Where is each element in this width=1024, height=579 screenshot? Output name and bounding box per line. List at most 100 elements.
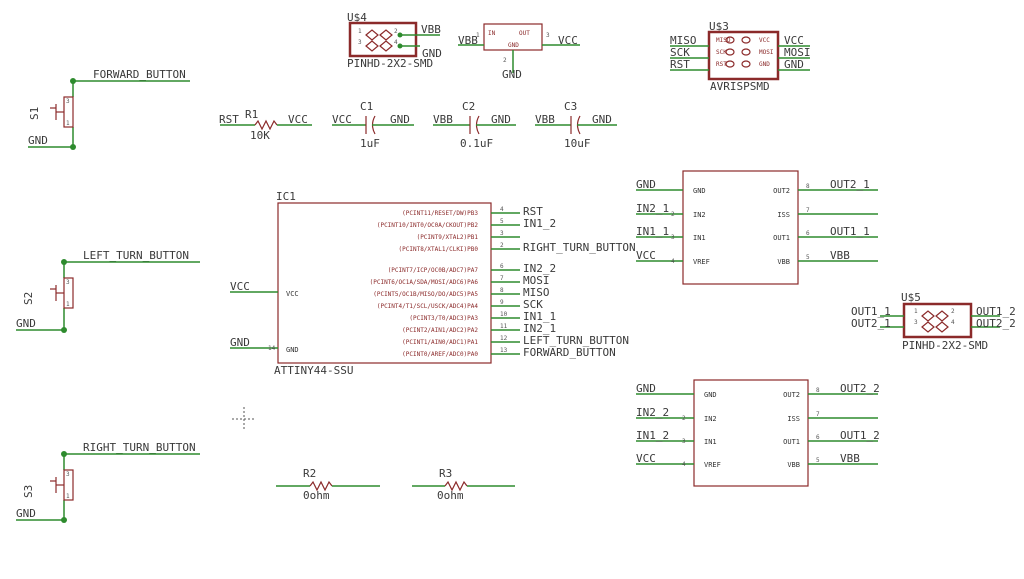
ic1-pin-net: RIGHT_TURN_BUTTON [523, 241, 636, 254]
u5-pin-3: 3 [914, 319, 918, 326]
ic1-pin-label: (PCINT4/T1/SCL/USCK/ADC4)PA4 [377, 303, 479, 310]
ic1-pin-net: FORWARD_BUTTON [523, 346, 616, 359]
s1-pin-3: 3 [66, 98, 70, 105]
resistor-r1[interactable]: R1 10K RST VCC [219, 108, 312, 142]
driver-right-net: VBB [840, 452, 860, 465]
regulator-pad-3: 3 [546, 32, 550, 39]
u3-net-mosi: MOSI [784, 46, 811, 59]
c3-net-vbb: VBB [535, 113, 555, 126]
s1-top-wire [72, 80, 190, 97]
switch-s1[interactable]: FORWARD_BUTTON 3 1 S1 GND [28, 68, 190, 150]
s2-top-wire [63, 261, 200, 278]
driver-left-net: VCC [636, 452, 656, 465]
u4-pin-4: 4 [394, 39, 398, 46]
ic1-pin-net: RST [523, 205, 543, 218]
r2-value: 0ohm [303, 489, 330, 502]
u3-pin-vcc: VCC [759, 37, 770, 44]
driver-right-net: OUT2_2 [840, 382, 880, 395]
driver-right-num: 6 [806, 230, 810, 237]
ic1-gnd-pin: GND [286, 346, 299, 354]
capacitor-c2[interactable]: C2 0.1uF VBB GND [433, 100, 516, 150]
ic1-pin-label: (PCINT9/XTAL2)PB1 [417, 234, 479, 241]
s1-pin-1: 1 [66, 120, 70, 127]
u4-net-gnd: GND [422, 47, 442, 60]
ic1-pin-label: (PCINT6/OC1A/SDA/MOSI/ADC6)PA6 [370, 279, 479, 286]
ic1-pin-number: 8 [500, 287, 504, 294]
s2-body [50, 277, 74, 309]
driver-left-pin: VREF [693, 258, 710, 266]
u3-part: AVRISPSMD [710, 80, 770, 93]
c2-net-gnd: GND [491, 113, 511, 126]
u4-pin-3: 3 [358, 39, 362, 46]
s2-name: S2 [22, 292, 35, 305]
u4-pin-2: 2 [394, 28, 398, 35]
driver-left-net: IN2_1 [636, 202, 669, 215]
driver-right-num: 5 [816, 457, 820, 464]
u3-pads [725, 36, 751, 68]
switch-s3[interactable]: RIGHT_TURN_BUTTON 3 1 S3 GND [16, 441, 200, 523]
resistor-r2[interactable]: R2 0ohm [276, 467, 380, 502]
s3-top-wire [63, 453, 200, 470]
driver-left-pin: GND [704, 391, 717, 399]
ic1-pin-number: 3 [500, 230, 504, 237]
driver-left-num: 3 [682, 438, 686, 445]
driver-right-pin: VBB [787, 461, 800, 469]
s2-pin-1: 1 [66, 301, 70, 308]
c3-value: 10uF [564, 137, 591, 150]
r1-value: 10K [250, 129, 270, 142]
u5-pads [921, 310, 949, 333]
u5-pin-1: 1 [914, 308, 918, 315]
voltage-regulator[interactable]: IN OUT GND 1 2 3 VBB VCC GND [458, 23, 580, 81]
ic1-gnd-num: 14 [268, 345, 276, 352]
c3-net-gnd: GND [592, 113, 612, 126]
driver-left-pin: IN1 [693, 234, 706, 242]
u5-net-out2-2: OUT2_2 [976, 317, 1016, 330]
driver1-body [682, 170, 799, 285]
r1-net-rst: RST [219, 113, 239, 126]
ic1-pin-net: MOSI [523, 274, 550, 287]
capacitor-c3[interactable]: C3 10uF VBB GND [535, 100, 617, 150]
driver-right-net: OUT2_1 [830, 178, 870, 191]
ic1-vcc-pin: VCC [286, 290, 299, 298]
driver-right-num: 7 [816, 411, 820, 418]
u5-header[interactable]: U$5 1 2 3 4 OUT1_1 OUT2_1 OUT1_2 OUT2_2 … [851, 291, 1016, 352]
capacitor-c1[interactable]: C1 1uF VCC GND [332, 100, 414, 150]
u3-pin-mosi: MOSI [759, 49, 774, 56]
ic1-attiny44[interactable]: IC1 ATTINY44-SSU VCC GND VCC GND 14 (PCI… [230, 190, 636, 377]
u5-net-out2-1: OUT2_1 [851, 317, 891, 330]
switch-s2[interactable]: LEFT_TURN_BUTTON 3 1 S2 GND [16, 249, 200, 333]
driver-right-net: VBB [830, 249, 850, 262]
driver-left-pin: IN2 [704, 415, 717, 423]
c2-net-vbb: VBB [433, 113, 453, 126]
ic1-pin-number: 10 [500, 311, 508, 318]
u5-pin-4: 4 [951, 319, 955, 326]
u3-net-vcc: VCC [784, 34, 804, 47]
driver-left-net: VCC [636, 249, 656, 262]
ic1-pin-label: (PCINT1/AIN0/ADC1)PA1 [402, 339, 478, 346]
ic1-pin-net: SCK [523, 298, 543, 311]
driver-left-num: 4 [671, 258, 675, 265]
s3-body [50, 469, 74, 501]
regulator-in-pin: IN [488, 30, 496, 37]
s2-pin-3: 3 [66, 279, 70, 286]
regulator-gnd-pin: GND [508, 42, 519, 49]
u5-pin-2: 2 [951, 308, 955, 315]
ic1-pin-number: 7 [500, 275, 504, 282]
driver2-body [693, 379, 809, 487]
u4-part: PINHD-2X2-SMD [347, 57, 433, 70]
u4-header[interactable]: U$4 1 2 3 4 VBB GND PINHD-2X2-SMD [347, 11, 442, 70]
u5-name: U$5 [901, 291, 921, 304]
u3-isp-header[interactable]: U$3 MISO SCK RST VCC MOSI GND MISO SCK R… [670, 20, 811, 93]
u3-pin-miso: MISO [716, 37, 731, 44]
u3-pin-gnd: GND [759, 61, 770, 68]
u3-net-sck: SCK [670, 46, 690, 59]
driver-right-pin: OUT2 [773, 187, 790, 195]
ic1-net-gnd: GND [230, 336, 250, 349]
driver-right-num: 8 [806, 183, 810, 190]
s3-net-gnd: GND [16, 507, 36, 520]
ic1-pin-number: 9 [500, 299, 504, 306]
resistor-r3[interactable]: R3 0ohm [412, 467, 515, 502]
